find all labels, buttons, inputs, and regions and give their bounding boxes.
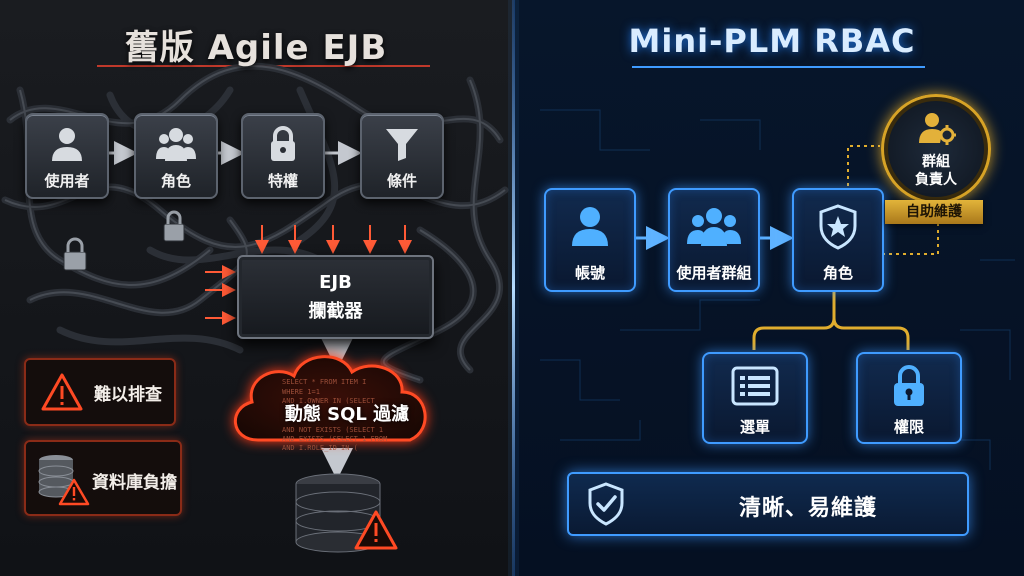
dynamic-sql-label: 動態 SQL 過濾: [284, 404, 410, 425]
menu-label: 選單: [739, 418, 770, 436]
user-gear-icon: [919, 113, 956, 145]
sql-line: AND I.ROLE_ID IN (: [282, 444, 358, 452]
self-service-ribbon: 自助維護: [885, 200, 983, 224]
sql-line: WHERE 1=1: [282, 388, 320, 396]
lock-icon: [894, 365, 924, 406]
summary-label: 清晰、易維護: [738, 496, 877, 521]
legacy-role-node: 角色: [134, 113, 218, 199]
left-title: 舊版 Agile EJB: [124, 28, 388, 68]
permission-label: 權限: [893, 418, 924, 436]
sql-line: AND NOT EXISTS (SELECT 1: [282, 426, 384, 434]
user-icon: [572, 207, 608, 246]
legacy-role-label: 角色: [160, 172, 191, 190]
legacy-privilege-label: 特權: [267, 172, 298, 190]
shield-star-icon: [819, 204, 857, 250]
user-group-label: 使用者群組: [676, 264, 752, 282]
account-node: 帳號: [544, 188, 636, 292]
group-icon: [156, 128, 196, 161]
user-icon: [52, 128, 82, 161]
group-icon: [687, 208, 741, 246]
database-warning-icon: [38, 455, 90, 506]
legacy-condition-label: 條件: [386, 172, 417, 190]
user-group-node: 使用者群組: [668, 188, 760, 292]
hard-to-debug-box: 難以排查: [24, 358, 176, 426]
legacy-user-label: 使用者: [44, 172, 90, 190]
sql-line: AND EXISTS (SELECT 1 FROM: [282, 435, 388, 443]
sql-line: AND I.OWNER IN (SELECT: [282, 397, 375, 405]
legacy-privilege-node: 特權: [241, 113, 325, 199]
role-label: 角色: [822, 264, 853, 282]
group-leader-label-line1: 群組: [922, 154, 950, 170]
shield-check-icon: [588, 482, 624, 526]
warning-icon: [41, 373, 83, 411]
ejb-label: EJB: [319, 272, 352, 293]
legacy-user-node: 使用者: [25, 113, 109, 199]
group-leader-label-line2: 負責人: [915, 172, 957, 188]
db-load-box: 資料庫負擔: [24, 440, 182, 516]
filter-icon: [386, 129, 418, 161]
hard-to-debug-label: 難以排查: [94, 385, 162, 405]
summary-banner: 清晰、易維護: [567, 472, 969, 536]
group-leader-node: 群組 負責人: [881, 94, 991, 204]
lock-icon: [271, 126, 295, 161]
permission-node: 權限: [856, 352, 962, 444]
ejb-interceptor-node: EJB 攔截器: [237, 255, 434, 339]
legacy-condition-node: 條件: [360, 113, 444, 199]
menu-list-icon: [731, 366, 779, 406]
menu-node: 選單: [702, 352, 808, 444]
role-node: 角色: [792, 188, 884, 292]
right-title: Mini-PLM RBAC: [628, 22, 916, 60]
interceptor-label: 攔截器: [308, 301, 363, 322]
account-label: 帳號: [574, 264, 605, 282]
db-load-label: 資料庫負擔: [92, 473, 177, 493]
sql-line: SELECT * FROM ITEM I: [282, 378, 367, 386]
